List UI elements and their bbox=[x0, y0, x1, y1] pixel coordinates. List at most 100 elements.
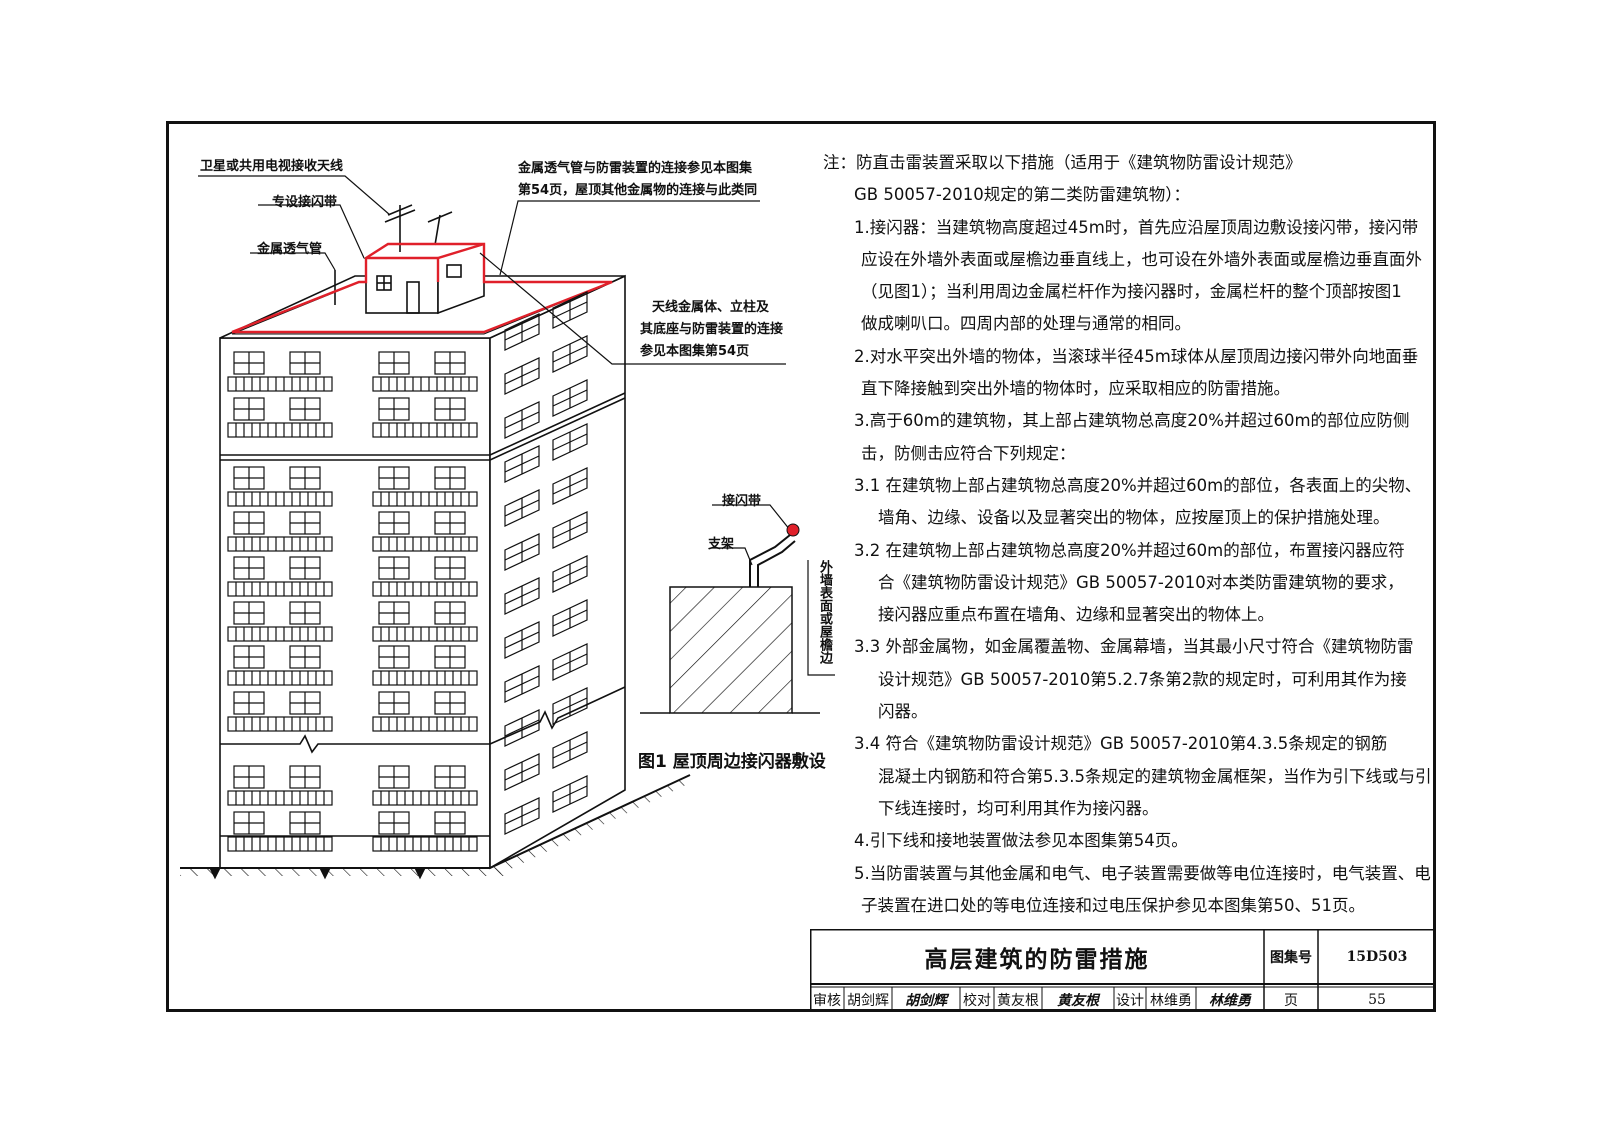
side-window bbox=[552, 643, 588, 681]
building-balcony bbox=[372, 581, 478, 597]
note-line: 混凝土内钢筋和符合第5.3.5条规定的建筑物金属框架，当作为引下线或与引 bbox=[878, 766, 1432, 786]
drawing-frame bbox=[166, 121, 1436, 1012]
building-balcony bbox=[227, 790, 333, 806]
side-window bbox=[504, 489, 540, 527]
special-belt-label: 专设接闪带 bbox=[272, 195, 338, 210]
building-balcony bbox=[227, 491, 333, 507]
antenna-note-line3: 参见本图集第54页 bbox=[640, 344, 750, 359]
notes-block: 注：防直击雷装置采取以下措施（适用于《建筑物防雷设计规范》 GB 50057-2… bbox=[823, 147, 1432, 922]
side-window bbox=[552, 687, 588, 725]
building-balcony bbox=[227, 626, 333, 642]
building-balcony bbox=[227, 536, 333, 552]
ground-anchor bbox=[209, 867, 221, 880]
building-balcony bbox=[372, 376, 478, 392]
note-line: 击，防侧击应符合下列规定： bbox=[861, 443, 1076, 463]
side-window bbox=[552, 555, 588, 593]
note-line: 下线连接时，均可利用其作为接闪器。 bbox=[878, 798, 1159, 818]
side-window bbox=[552, 599, 588, 637]
ground-anchor bbox=[319, 867, 331, 880]
fig1-wall-edge-label: 外墙表面或屋檐边 bbox=[817, 560, 832, 664]
page-label: 页 bbox=[1284, 992, 1298, 1009]
building-balcony bbox=[372, 790, 478, 806]
side-window bbox=[552, 467, 588, 505]
checker-signature: 黄友根 bbox=[1057, 992, 1099, 1009]
side-window bbox=[552, 775, 588, 813]
side-window bbox=[504, 797, 540, 835]
note-line: （见图1）；当利用周边金属栏杆作为接闪器时，金属栏杆的整个顶部按图1 bbox=[861, 282, 1402, 302]
side-window bbox=[504, 313, 540, 351]
side-window bbox=[504, 445, 540, 483]
fig1-support-label: 支架 bbox=[708, 537, 735, 552]
title-block-grid bbox=[810, 929, 1436, 1012]
building-balcony bbox=[227, 422, 333, 438]
designer-name: 林维勇 bbox=[1150, 992, 1192, 1009]
side-window bbox=[504, 753, 540, 791]
note-line: 3.3 外部金属物，如金属覆盖物、金属幕墙，当其最小尺寸符合《建筑物防雷 bbox=[854, 637, 1414, 657]
side-window bbox=[504, 577, 540, 615]
note-line: 应设在外墙外表面或屋檐边垂直线上，也可设在外墙外表面或屋檐边垂直面外 bbox=[861, 249, 1422, 269]
note-line: 1.接闪器：当建筑物高度超过45m时，首先应沿屋顶周边敷设接闪带，接闪带 bbox=[854, 217, 1419, 237]
building-balcony bbox=[372, 626, 478, 642]
building-balcony bbox=[227, 836, 333, 852]
note-line: 3.1 在建筑物上部占建筑物总高度20%并超过60m的部位，各表面上的尖物、 bbox=[854, 475, 1422, 495]
building-balcony bbox=[227, 670, 333, 686]
side-window bbox=[552, 379, 588, 417]
page-number: 55 bbox=[1368, 991, 1386, 1008]
drawing-title: 高层建筑的防雷措施 bbox=[924, 946, 1150, 973]
side-window bbox=[504, 401, 540, 439]
figure1-caption: 图1 屋顶周边接闪器敷设 bbox=[638, 752, 826, 772]
review-label: 审核 bbox=[813, 992, 841, 1009]
side-window bbox=[552, 423, 588, 461]
building-balcony bbox=[372, 670, 478, 686]
note-line: 5.当防雷装置与其他金属和电气、电子装置需要做等电位连接时，电气装置、电 bbox=[854, 863, 1431, 883]
antenna-label: 卫星或共用电视接收天线 bbox=[200, 159, 344, 174]
side-window bbox=[504, 621, 540, 659]
note-line: 3.高于60m的建筑物，其上部占建筑物总高度20%并超过60m的部位应防侧 bbox=[854, 411, 1410, 431]
side-window bbox=[552, 335, 588, 373]
fig1-belt-label: 接闪带 bbox=[722, 494, 762, 509]
note-line: 子装置在进口处的等电位连接和过电压保护参见本图集第50、51页。 bbox=[861, 895, 1365, 915]
building-balcony bbox=[372, 491, 478, 507]
reviewer-name: 胡剑辉 bbox=[847, 992, 889, 1009]
metal-vent-label: 金属透气管 bbox=[257, 242, 323, 257]
ground-anchor bbox=[414, 867, 426, 880]
note-line: 接闪器应重点布置在墙角、边缘和显著突出的物体上。 bbox=[878, 605, 1274, 625]
side-window bbox=[504, 357, 540, 395]
building-balcony bbox=[372, 536, 478, 552]
note-line: 闪器。 bbox=[878, 702, 928, 722]
note-line: 墙角、边缘、设备以及显著突出的物体，应按屋顶上的保护措施处理。 bbox=[878, 508, 1390, 528]
note-line: 4.引下线和接地装置做法参见本图集第54页。 bbox=[854, 831, 1188, 851]
building-balcony bbox=[227, 581, 333, 597]
check-label: 校对 bbox=[963, 992, 991, 1009]
note-line: 做成喇叭口。四周内部的处理与通常的相同。 bbox=[861, 314, 1191, 334]
note-line: 设计规范》GB 50057-2010第5.2.7条第2款的规定时，可利用其作为接 bbox=[878, 669, 1407, 689]
building-balcony bbox=[372, 422, 478, 438]
note-line: 2.对水平突出外墙的物体，当滚球半径45m球体从屋顶周边接闪带外向地面垂 bbox=[854, 346, 1419, 366]
side-window bbox=[552, 291, 588, 329]
building-balcony bbox=[372, 716, 478, 732]
title-block: 高层建筑的防雷措施 图集号 15D503 审核 胡剑辉 胡剑辉 校对 黄友根 黄… bbox=[810, 929, 1436, 1012]
note-line: 注：防直击雷装置采取以下措施（适用于《建筑物防雷设计规范》 bbox=[823, 153, 1302, 172]
side-window bbox=[504, 709, 540, 747]
atlas-number: 15D503 bbox=[1346, 948, 1408, 965]
building-balcony bbox=[227, 716, 333, 732]
reviewer-signature: 胡剑辉 bbox=[905, 992, 947, 1009]
checker-name: 黄友根 bbox=[997, 992, 1039, 1009]
note-line: 3.2 在建筑物上部占建筑物总高度20%并超过60m的部位，布置接闪器应符 bbox=[854, 540, 1405, 560]
vent-note-line1: 金属透气管与防雷装置的连接参见本图集 bbox=[518, 161, 753, 176]
design-label: 设计 bbox=[1116, 992, 1144, 1009]
side-window bbox=[552, 511, 588, 549]
note-line: 3.4 符合《建筑物防雷设计规范》GB 50057-2010第4.3.5条规定的… bbox=[854, 734, 1388, 754]
vent-note-line2: 第54页，屋顶其他金属物的连接与此类同 bbox=[518, 183, 758, 198]
antenna-note-line1: 天线金属体、立柱及 bbox=[652, 300, 770, 315]
side-window bbox=[504, 533, 540, 571]
side-window bbox=[552, 731, 588, 769]
note-line: GB 50057-2010规定的第二类防雷建筑物）： bbox=[854, 185, 1191, 205]
antenna-note-line2: 其底座与防雷装置的连接 bbox=[640, 322, 784, 337]
building-balcony bbox=[372, 836, 478, 852]
note-line: 合《建筑物防雷设计规范》GB 50057-2010对本类防雷建筑物的要求， bbox=[878, 572, 1404, 592]
atlas-label: 图集号 bbox=[1270, 949, 1312, 966]
note-line: 直下降接触到突出外墙的物体时，应采取相应的防雷措施。 bbox=[861, 379, 1290, 399]
designer-signature: 林维勇 bbox=[1209, 992, 1251, 1009]
